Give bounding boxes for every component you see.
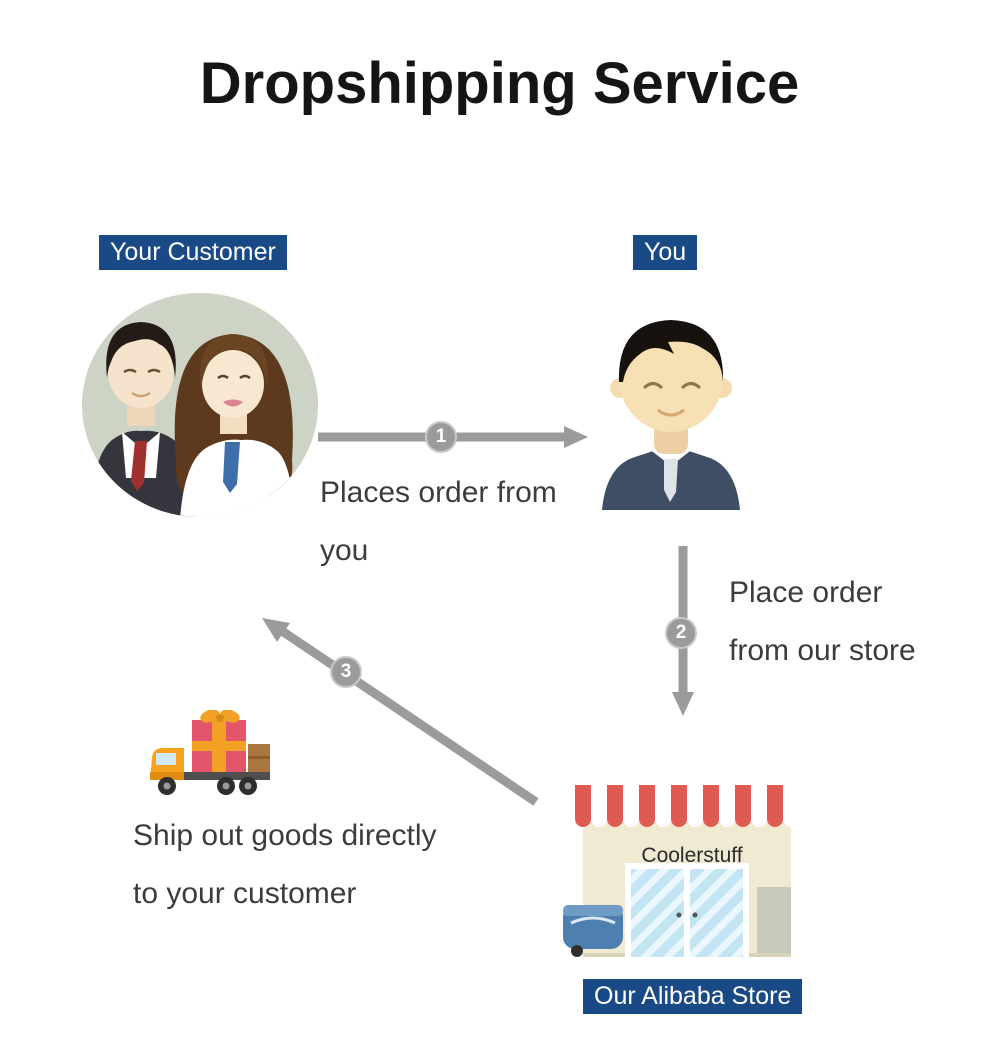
- step3-number-badge: 3: [330, 656, 362, 688]
- customer-couple-icon: [80, 290, 320, 520]
- step3-caption: Ship out goods directly to your customer: [133, 807, 437, 923]
- storefront-icon: [563, 785, 811, 965]
- label-you: You: [633, 235, 698, 270]
- couple-avatar-icon: [82, 293, 318, 517]
- step-number: 2: [675, 622, 687, 643]
- caption-line: Ship out goods directly: [133, 819, 437, 852]
- store-sign-text: Coolerstuff: [641, 844, 743, 867]
- you-avatar-icon: [598, 296, 743, 510]
- label-your-customer: Your Customer: [99, 235, 287, 270]
- caption-line: from our store: [729, 634, 916, 667]
- store-building-icon: [563, 785, 799, 957]
- man-avatar-icon: [602, 320, 740, 510]
- step1-number-badge: 1: [425, 421, 457, 453]
- label-our-alibaba-store: Our Alibaba Store: [583, 979, 803, 1014]
- delivery-truck-icon: [148, 710, 273, 802]
- caption-line: to your customer: [133, 877, 357, 910]
- step-number: 1: [435, 426, 447, 447]
- caption-line: Place order: [729, 576, 883, 609]
- step2-caption: Place order from our store: [729, 564, 916, 680]
- arrow-step3: [262, 618, 539, 806]
- caption-line: Places order from: [320, 476, 557, 509]
- step-number: 3: [340, 661, 352, 682]
- step1-caption: Places order from you: [320, 464, 557, 580]
- step2-number-badge: 2: [665, 617, 697, 649]
- caption-line: you: [320, 534, 369, 567]
- delivery-truck-gift-icon: [150, 710, 270, 795]
- page-title: Dropshipping Service: [199, 51, 800, 116]
